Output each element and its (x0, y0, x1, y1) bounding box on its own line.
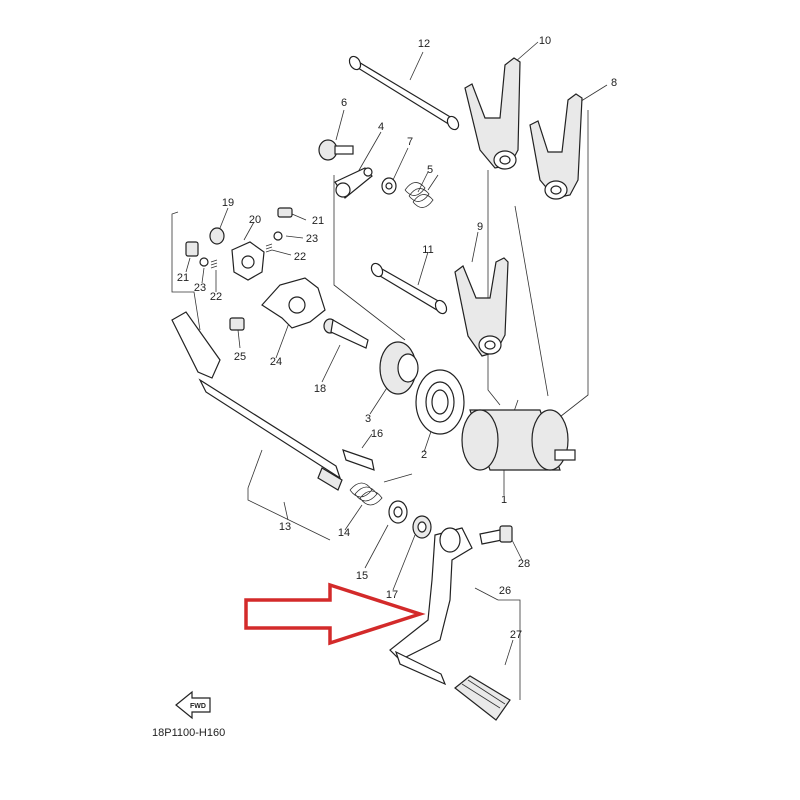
callout-16: 16 (371, 428, 383, 440)
callout-23-left: 23 (194, 282, 206, 294)
part-16-pin (342, 449, 375, 471)
callout-8: 8 (611, 77, 617, 89)
callout-14: 14 (338, 527, 350, 539)
callout-1: 1 (501, 494, 507, 506)
part-20-segment (231, 241, 265, 281)
part-22-spring (210, 243, 273, 269)
callout-labels: 12 10 8 6 4 7 5 9 11 19 20 21 23 22 21 2… (177, 35, 617, 641)
part-19-nut (209, 227, 225, 245)
callout-20: 20 (249, 214, 261, 226)
callout-9: 9 (477, 221, 483, 233)
callout-25: 25 (234, 351, 246, 363)
part-10-shift-fork (464, 57, 521, 170)
callout-23-right: 23 (306, 233, 318, 245)
callout-3: 3 (365, 413, 371, 425)
part-12-shaft (348, 55, 460, 131)
callout-15: 15 (356, 570, 368, 582)
part-25-bolt (229, 317, 245, 331)
callout-7: 7 (407, 136, 413, 148)
part-23-ball (199, 231, 283, 267)
parts: FWD (171, 55, 583, 721)
part-15-washer (388, 500, 408, 524)
part-11-shaft (370, 262, 448, 315)
part-28-bolt (479, 525, 513, 545)
callout-24: 24 (270, 356, 282, 368)
part-21-pin (185, 207, 293, 257)
callout-4: 4 (378, 121, 384, 133)
callout-12: 12 (418, 38, 430, 50)
callout-10: 10 (539, 35, 551, 47)
callout-2: 2 (421, 449, 427, 461)
part-8-shift-fork (529, 93, 583, 200)
callout-28: 28 (518, 558, 530, 570)
part-5-torsion-spring (404, 174, 439, 208)
part-6-bolt (318, 139, 354, 161)
part-14-return-spring (349, 473, 413, 506)
fwd-arrow-icon (175, 690, 211, 720)
part-1-shift-drum (461, 409, 576, 471)
highlight-arrow (244, 582, 426, 646)
part-9-shift-fork (454, 257, 509, 357)
part-3-segment (379, 341, 419, 395)
callout-21-right: 21 (312, 215, 324, 227)
callout-19: 19 (222, 197, 234, 209)
part-26-shift-pedal (389, 527, 473, 686)
part-2-bearing (415, 369, 465, 435)
part-18-bolt (323, 318, 369, 349)
callout-17: 17 (386, 589, 398, 601)
diagram-code: 18P1100-H160 (152, 727, 225, 739)
callout-11: 11 (422, 244, 433, 256)
callout-13: 13 (279, 521, 291, 533)
fwd-label: FWD (190, 703, 206, 710)
callout-18: 18 (314, 383, 326, 395)
callout-6: 6 (341, 97, 347, 109)
part-7-washer (381, 177, 397, 195)
part-4-stopper-lever (334, 167, 373, 199)
callout-26: 26 (499, 585, 511, 597)
part-24-plate (261, 277, 326, 329)
callout-22-left: 22 (210, 291, 222, 303)
part-17-oil-seal (412, 515, 432, 539)
callout-21-left: 21 (177, 272, 189, 284)
callout-22-right: 22 (294, 251, 306, 263)
part-13-shift-shaft (171, 311, 343, 491)
callout-5: 5 (427, 164, 433, 176)
part-27-pedal-rubber (454, 675, 511, 721)
callout-27: 27 (510, 629, 522, 641)
